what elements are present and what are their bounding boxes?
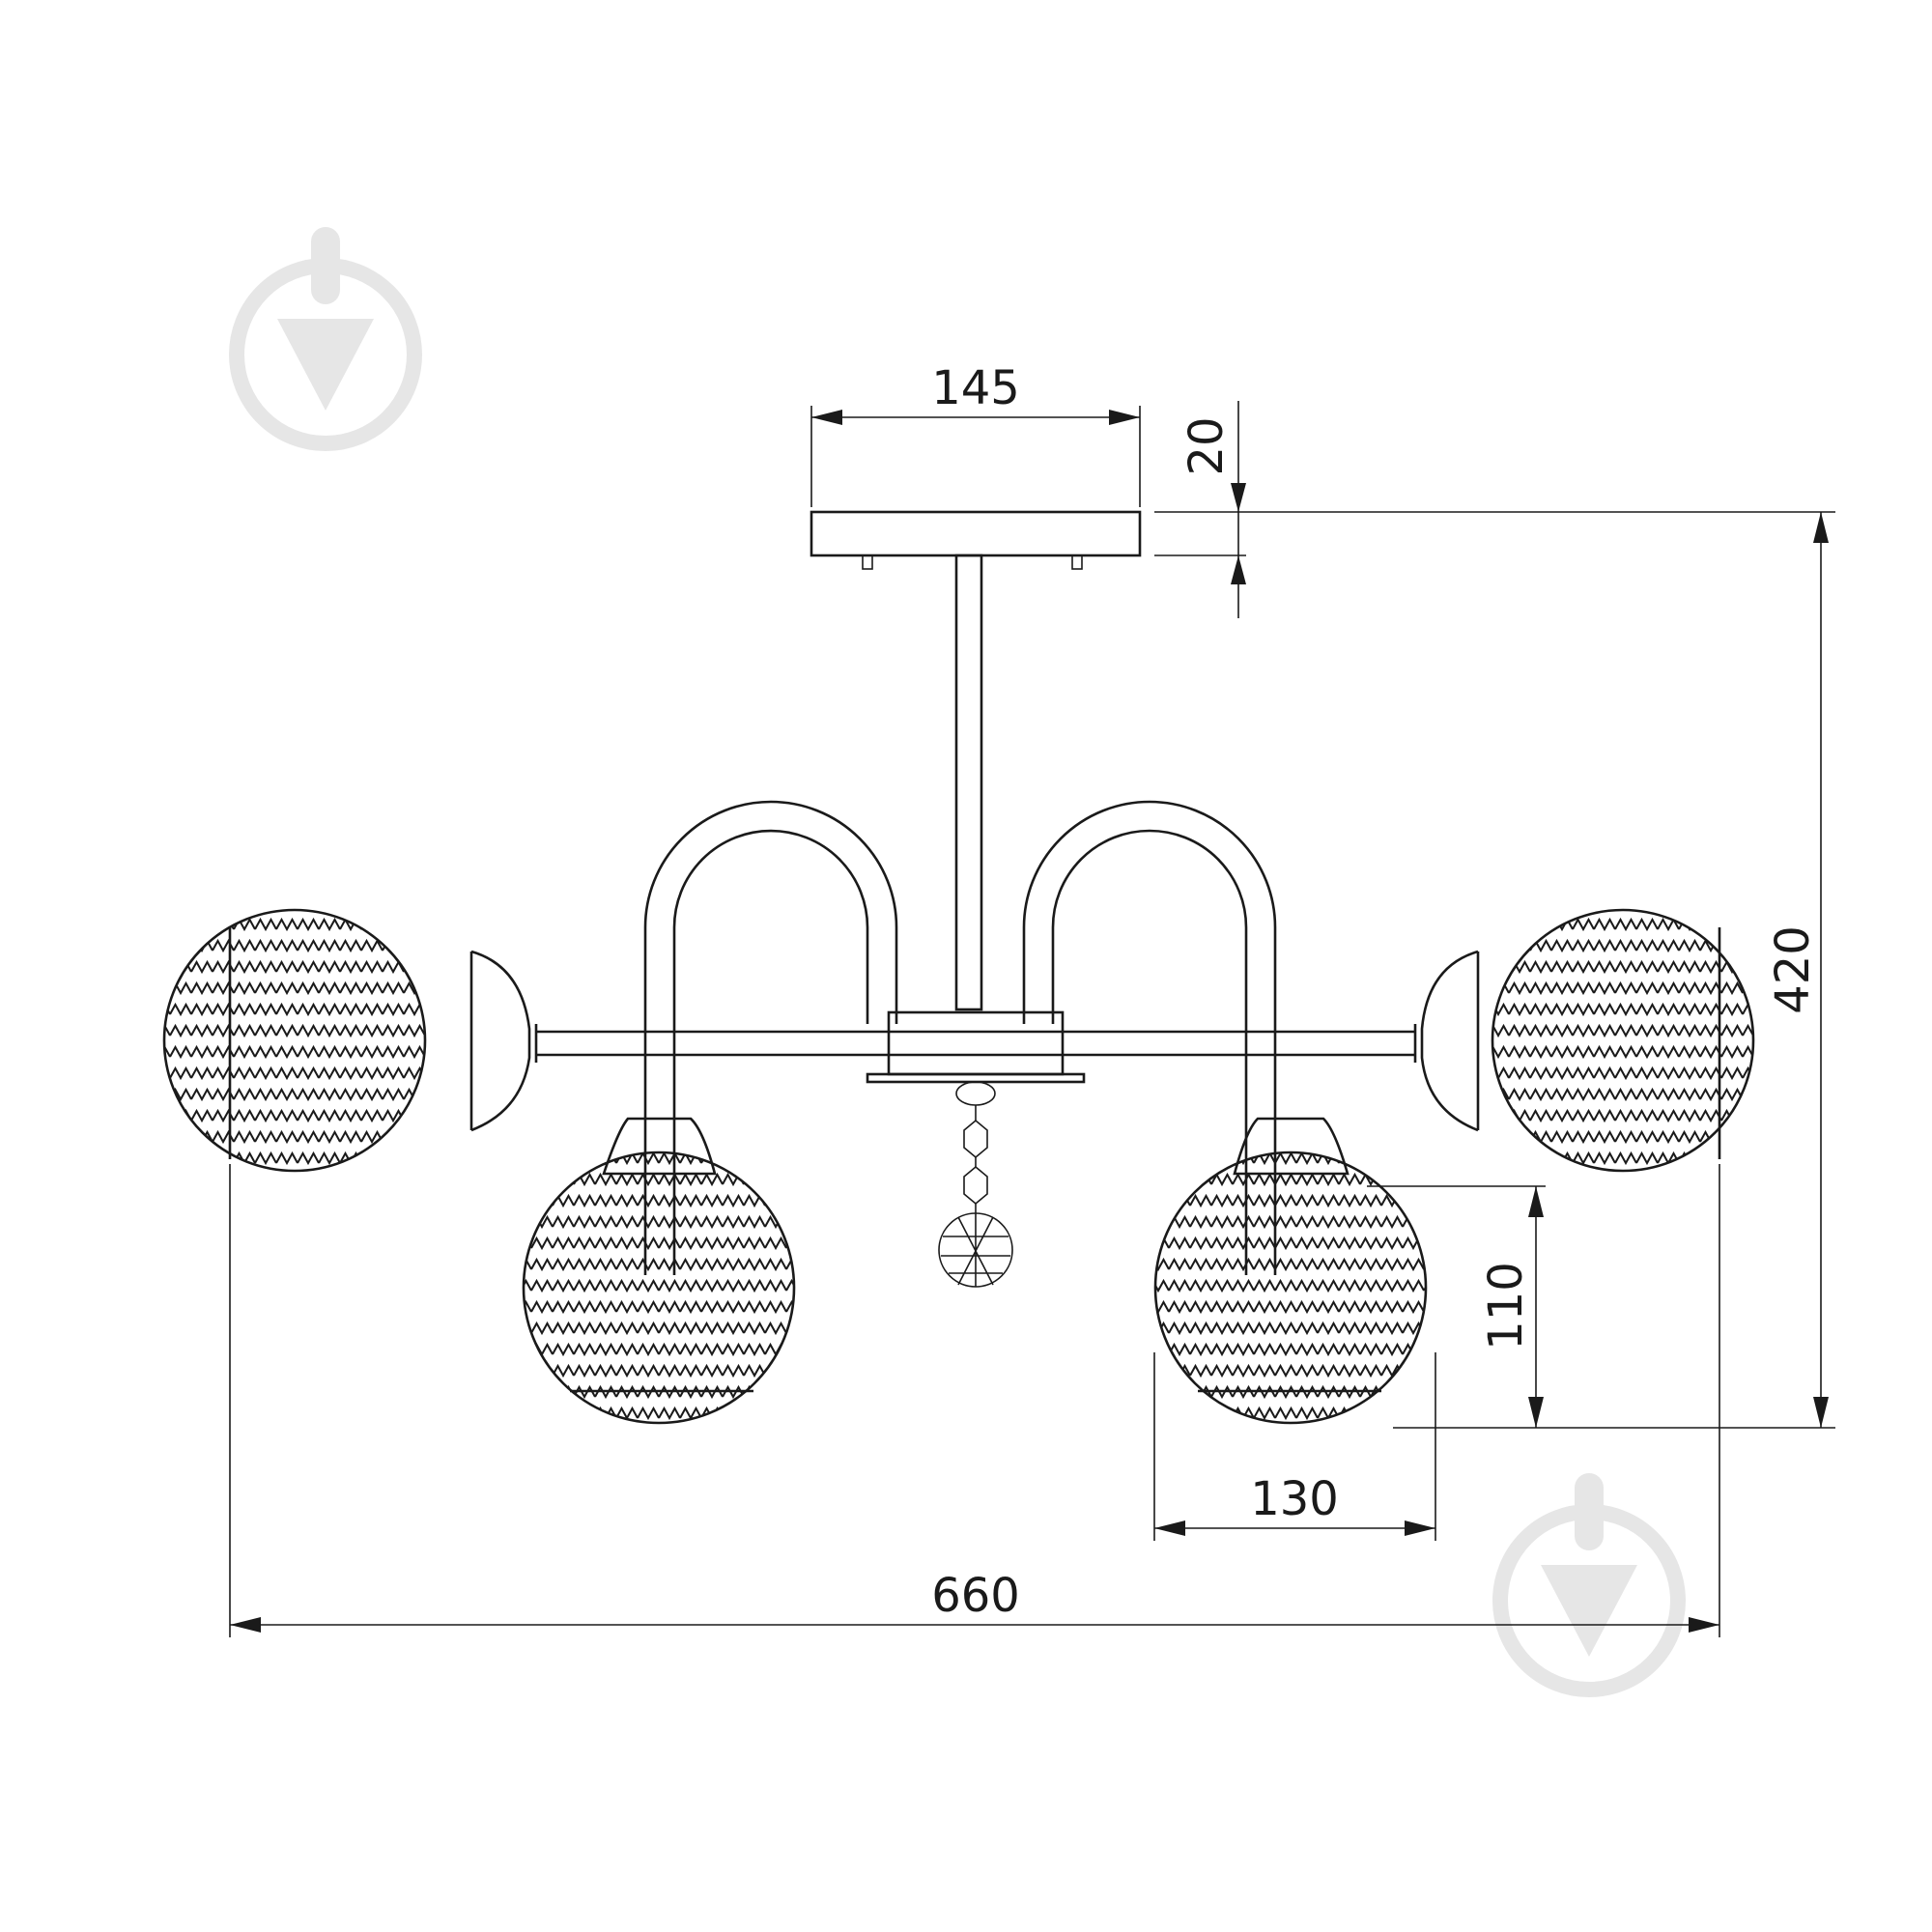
logo-watermark-icon [229,227,422,451]
svg-text:20: 20 [1179,416,1234,475]
svg-text:110: 110 [1479,1262,1533,1350]
horizontal-arm [536,1030,1415,1057]
shade-right-inner [1153,1117,1428,1425]
svg-text:145: 145 [931,361,1020,415]
svg-text:420: 420 [1766,925,1820,1014]
dimension-420: 420 [1393,512,1835,1429]
shade-left-inner [522,1117,796,1425]
dimension-130: 130 [1153,1352,1436,1541]
dimension-145: 145 [810,361,1141,507]
central-stem [954,554,983,1011]
svg-text:660: 660 [931,1569,1020,1623]
dimension-110: 110 [1367,1185,1546,1428]
logo-watermark-icon [1492,1473,1686,1697]
shade-left-outer [162,908,538,1173]
shade-right-outer [1413,908,1755,1173]
dimension-660: 660 [229,1164,1720,1637]
central-hub [866,1010,1086,1106]
curved-arms [643,800,1277,1275]
ceiling-plate [810,510,1142,570]
dimension-20: 20 [1154,401,1835,618]
svg-text:130: 130 [1250,1472,1339,1526]
crystal-pendant [938,1105,1013,1288]
